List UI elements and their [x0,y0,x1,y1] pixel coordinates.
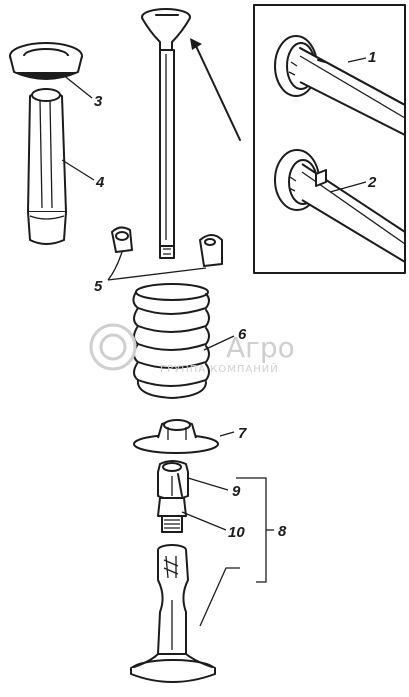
callout-10: 10 [228,524,245,541]
tappet [130,544,216,683]
watermark-logo-icon [89,323,137,371]
callout-4: 4 [95,174,105,191]
callout-8: 8 [278,523,287,540]
watermark-subtitle: ГРУППА КОМПАНИЙ [160,362,279,375]
callout-5: 5 [94,278,103,295]
pointer-arrow [190,38,241,141]
leader-lines [61,57,367,627]
valve-spring [132,283,210,399]
callout-6: 6 [238,326,247,343]
callout-7: 7 [238,425,247,442]
watermark: Агро ГРУППА КОМПАНИЙ [89,323,295,375]
callout-1: 1 [368,49,376,66]
spring-washer [9,42,83,80]
callout-3: 3 [94,93,103,110]
adjusting-bolt [157,497,187,533]
callouts: 1 2 3 4 5 6 7 8 9 10 [94,49,377,541]
callout-2: 2 [367,174,377,191]
watermark-brand: Агро [226,331,295,364]
valve-keepers [111,226,223,267]
inset-valve-2 [274,149,406,263]
callout-9: 9 [232,483,241,500]
valve [141,8,191,259]
inset-detail-box [253,4,406,274]
valve-guide [27,88,67,245]
inset-valve-1 [274,35,406,136]
spring-retainer [133,419,219,454]
lock-nut [157,460,189,500]
